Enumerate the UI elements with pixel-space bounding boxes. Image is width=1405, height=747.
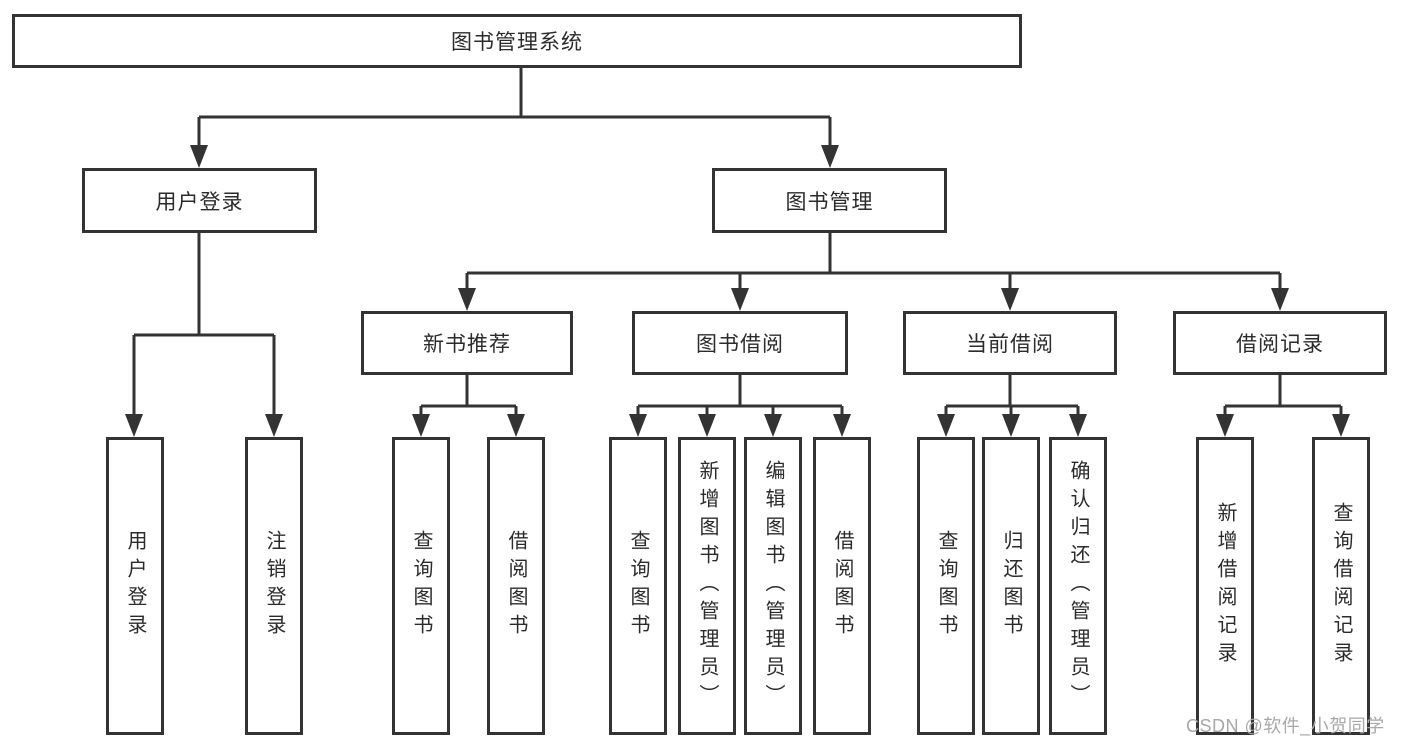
leaf-label: 查询图书 xyxy=(935,530,957,642)
leaf-label: 新增图书（管理员） xyxy=(696,460,718,712)
node-label: 新书推荐 xyxy=(423,333,511,356)
node-label: 图书管理 xyxy=(785,190,874,214)
node-library-management-system: 图书管理系统 xyxy=(12,14,1022,68)
leaf-query-books-current: 查询图书 xyxy=(917,437,975,735)
leaf-borrow-books: 借阅图书 xyxy=(813,437,871,735)
leaf-label: 编辑图书（管理员） xyxy=(762,460,784,712)
leaf-label: 查询图书 xyxy=(410,530,432,642)
node-label: 用户登录 xyxy=(155,190,244,214)
node-label: 当前借阅 xyxy=(966,333,1054,356)
leaf-confirm-return-admin: 确认归还（管理员） xyxy=(1049,437,1107,735)
node-label: 图书管理系统 xyxy=(451,31,583,54)
leaf-edit-books-admin: 编辑图书（管理员） xyxy=(744,437,802,735)
leaf-label: 查询图书 xyxy=(627,530,649,642)
node-new-book-recommendation: 新书推荐 xyxy=(361,311,573,375)
node-current-borrowing: 当前借阅 xyxy=(903,311,1117,375)
leaf-query-borrow-record: 查询借阅记录 xyxy=(1312,437,1370,735)
leaf-add-books-admin: 新增图书（管理员） xyxy=(678,437,736,735)
leaf-label: 注销登录 xyxy=(263,530,285,642)
leaf-label: 借阅图书 xyxy=(505,530,527,642)
node-book-borrowing: 图书借阅 xyxy=(632,311,848,375)
node-book-management: 图书管理 xyxy=(712,168,947,233)
leaf-logout: 注销登录 xyxy=(245,437,303,735)
node-borrowing-records: 借阅记录 xyxy=(1173,311,1387,375)
leaf-query-books-recommend: 查询图书 xyxy=(392,437,450,735)
leaf-label: 借阅图书 xyxy=(831,530,853,642)
leaf-user-login: 用户登录 xyxy=(106,437,164,735)
leaf-label: 用户登录 xyxy=(124,530,146,642)
leaf-label: 确认归还（管理员） xyxy=(1067,460,1089,712)
node-label: 借阅记录 xyxy=(1236,333,1324,356)
leaf-label: 新增借阅记录 xyxy=(1214,502,1236,670)
leaf-label: 查询借阅记录 xyxy=(1330,502,1352,670)
leaf-return-books: 归还图书 xyxy=(982,437,1040,735)
leaf-borrow-books-recommend: 借阅图书 xyxy=(487,437,545,735)
node-label: 图书借阅 xyxy=(696,333,784,356)
node-user-login: 用户登录 xyxy=(82,168,317,233)
leaf-query-books-borrow: 查询图书 xyxy=(609,437,667,735)
leaf-add-borrow-record: 新增借阅记录 xyxy=(1196,437,1254,735)
csdn-watermark: CSDN @软件_小贺同学 xyxy=(1186,716,1385,736)
leaf-label: 归还图书 xyxy=(1000,530,1022,642)
